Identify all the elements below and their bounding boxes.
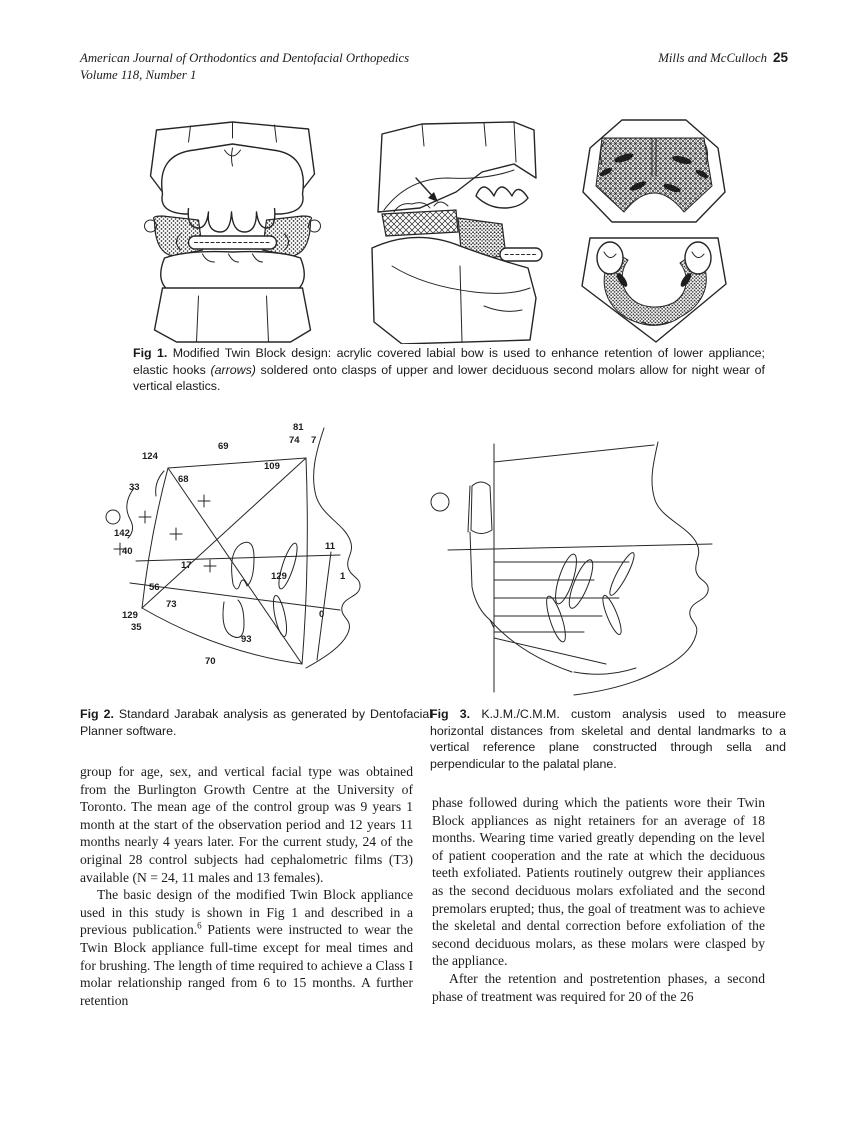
fig2-measurement-value: 142 [114,528,130,539]
fig2-measurement-value: 70 [205,656,216,667]
paragraph: The basic design of the modified Twin Bl… [80,887,413,1008]
fig1-caption-label: Fig 1. [133,346,168,360]
fig1-lateral-cast-drawing [371,121,543,344]
fig2-measurement-value: 33 [129,482,140,493]
fig3-caption-label: Fig 3. [430,707,471,721]
fig2-measurement-value: 73 [166,599,177,610]
fig1-frontal-cast-drawing [144,121,321,343]
fig2-caption-label: Fig 2. [80,707,114,721]
fig2-measurement-value: 74 [289,435,300,446]
fig2-measurement-value: 129 [271,571,287,582]
running-head-right: Mills and McCulloch 25 [658,50,788,66]
fig2-measurement-value: 69 [218,441,229,452]
authors: Mills and McCulloch [658,51,767,65]
fig1-occlusal-views-drawing [581,119,727,343]
body-column-right: phase followed during which the patients… [432,794,765,1005]
fig2-measurement-value: 35 [131,622,142,633]
fig2-caption: Fig 2. Standard Jarabak analysis as gene… [80,707,433,738]
fig2-measurement-value: 81 [293,422,304,433]
fig2-measurement-value: 1 [340,571,346,582]
fig2-measurement-value: 11 [325,541,336,552]
fig2-measurement-value: 109 [264,461,280,472]
page-number: 25 [772,50,788,65]
fig2-measurement-value: 93 [241,634,252,645]
fig2-measurement-value: 40 [122,546,133,557]
paragraph: After the retention and postretention ph… [432,970,765,1004]
journal-volume: Volume 118, Number 1 [80,68,197,83]
fig2-cephalometric-tracing: 81 74 7 69 124 109 68 33 142 40 11 17 12… [105,422,361,669]
paragraph: phase followed during which the patients… [432,795,765,969]
running-head-left: American Journal of Orthodontics and Den… [80,50,409,85]
fig2-measurement-value: 17 [181,560,192,571]
fig2-measurement-value: 68 [178,474,189,485]
fig2-measurement-value: 0 [319,609,324,620]
body-column-left: group for age, sex, and vertical facial … [80,763,413,1009]
journal-title: American Journal of Orthodontics and Den… [80,51,410,65]
fig2-measurement-value: 129 [122,610,138,621]
reference-superscript: 6 [197,920,202,931]
fig3-cephalometric-tracing [430,441,713,696]
fig3-caption: Fig 3. K.J.M./C.M.M. custom analysis use… [430,707,786,771]
paragraph: group for age, sex, and vertical facial … [80,764,413,885]
fig2-measurement-value: 124 [142,451,159,462]
fig2-measurement-value: 56 [149,582,160,593]
fig1-artwork [130,116,730,344]
fig2-measurement-value: 7 [311,435,316,446]
fig1-caption: Fig 1. Modified Twin Block design: acryl… [133,346,766,394]
